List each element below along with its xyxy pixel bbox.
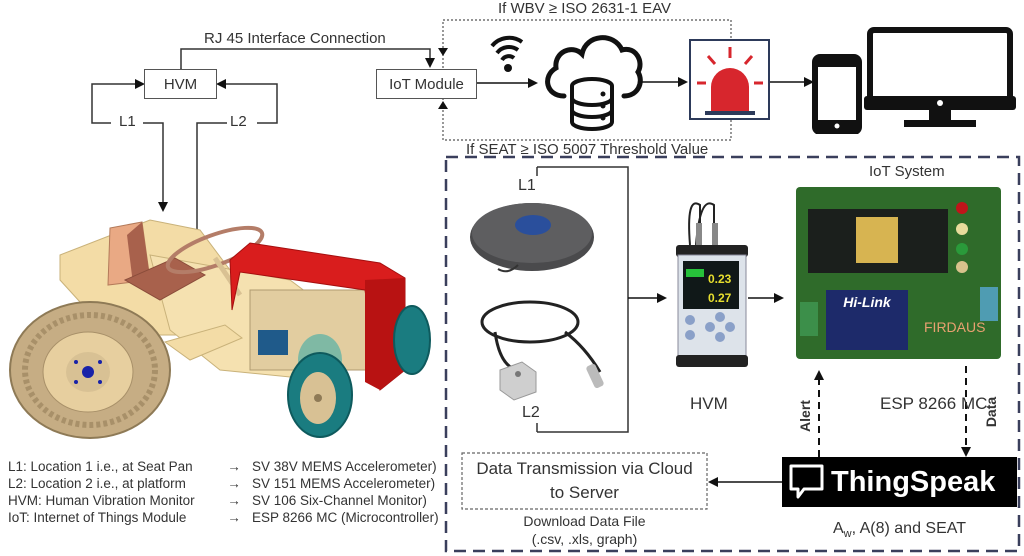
- legend-key: L1: Location 1 i.e., at Seat Pan: [8, 459, 193, 474]
- l2-label: L2: [230, 113, 247, 130]
- arrow-right-icon: →: [227, 493, 241, 508]
- seat-condition-label: If SEAT ≥ ISO 5007 Threshold Value: [466, 141, 709, 158]
- legend: L1: Location 1 i.e., at Seat Pan → SV 38V …: [8, 458, 439, 526]
- legend-value: SV 106 Six-Channel Monitor): [252, 493, 427, 508]
- legend-row: L2: Location 2 i.e., at platform → SV 151 …: [8, 475, 439, 492]
- legend-row: L1: Location 1 i.e., at Seat Pan → SV 38V …: [8, 458, 439, 475]
- devices-icon: [812, 27, 1016, 134]
- alarm-box: [689, 39, 770, 120]
- download-line-2: (.csv, .xls, graph): [531, 531, 638, 547]
- board-name: FIRDAUS: [924, 319, 986, 335]
- rj45-connection-line: [176, 48, 435, 78]
- legend-key: IoT: Internet of Things Module: [8, 510, 187, 525]
- hvm-device-image: 0.23 0.27: [676, 202, 748, 367]
- sensor-bracket-line: [537, 166, 629, 433]
- terminal-block-right: [980, 287, 998, 321]
- red-led-icon: [956, 202, 968, 214]
- metrics-rest: , A(8) and SEAT: [851, 520, 967, 537]
- hilink-module: Hi-Link: [826, 290, 908, 350]
- yellow-led-icon: [956, 223, 968, 235]
- transmission-line-1: Data Transmission via Cloud: [476, 459, 693, 478]
- legend-value: ESP 8266 MC (Microcontroller): [252, 510, 439, 525]
- transmission-text: Data Transmission via Cloud to Server: [462, 457, 707, 505]
- legend-row: IoT: Internet of Things Module → ESP 8266 …: [8, 509, 439, 526]
- metrics-label: Aw, A(8) and SEAT: [782, 520, 1017, 540]
- green-led-icon: [956, 243, 968, 255]
- hvm-screen-value-2: 0.27: [708, 291, 732, 305]
- iot-system-panel: [444, 155, 1021, 553]
- thingspeak-logo: ThingSpeak: [782, 457, 1017, 507]
- hvm-box: HVM: [144, 69, 217, 99]
- phone-icon: [812, 54, 862, 134]
- l1-pointer-line: [143, 122, 168, 212]
- arrow-right-icon: →: [227, 476, 241, 491]
- tractor-illustration: [9, 219, 431, 439]
- legend-value: SV 151 MEMS Accelerometer): [252, 476, 436, 491]
- esp-chip: [856, 217, 898, 263]
- hvm-screen-value-1: 0.23: [708, 272, 732, 286]
- monitor-icon: [864, 27, 1016, 127]
- arrow-right-icon: →: [227, 459, 241, 474]
- legend-value: SV 38V MEMS Accelerometer): [252, 459, 437, 474]
- arrow-right-icon: →: [227, 510, 241, 525]
- cloud-database-icon: [545, 35, 643, 131]
- iot-module-label: IoT Module: [389, 75, 464, 93]
- legend-key: L2: Location 2 i.e., at platform: [8, 476, 186, 491]
- iot-board-image: Hi-Link FIRDAUS: [796, 187, 1001, 359]
- seat-pad-sensor-image: [470, 203, 594, 273]
- rj45-label: RJ 45 Interface Connection: [204, 30, 386, 47]
- metrics-sub: w: [843, 528, 852, 541]
- legend-key: HVM: Human Vibration Monitor: [8, 493, 195, 508]
- data-label: Data: [983, 396, 1000, 428]
- wifi-icon: [490, 35, 524, 72]
- l2-to-hvm-line: [216, 79, 278, 124]
- l1-to-hvm-line: [91, 79, 145, 124]
- wbv-condition-label: If WBV ≥ ISO 2631-1 EAV: [498, 0, 672, 17]
- transmission-box: [461, 452, 708, 510]
- panel-l1-label: L1: [518, 177, 536, 194]
- download-line-1: Download Data File: [523, 513, 646, 529]
- chat-bubble-icon: [789, 464, 824, 499]
- esp-caption: ESP 8266 MC: [880, 394, 988, 413]
- l1-label: L1: [119, 113, 136, 130]
- thingspeak-label: ThingSpeak: [831, 465, 996, 498]
- l2-pointer-line: [192, 122, 227, 272]
- transmission-line-2: to Server: [550, 483, 619, 502]
- terminal-block-left: [800, 302, 818, 336]
- panel-l2-label: L2: [522, 404, 540, 421]
- hvm-box-label: HVM: [163, 75, 198, 93]
- hvm-caption: HVM: [690, 394, 728, 413]
- cube-accelerometer-image: [480, 300, 604, 401]
- alert-label: Alert: [796, 400, 813, 432]
- alarm-siren-icon: [697, 47, 763, 115]
- download-text: Download Data File (.csv, .xls, graph): [462, 512, 707, 548]
- white-led-icon: [956, 261, 968, 273]
- legend-row: HVM: Human Vibration Monitor → SV 106 Six-…: [8, 492, 439, 509]
- iot-module-box: IoT Module: [376, 69, 477, 99]
- metrics-prefix: A: [832, 520, 844, 537]
- iot-system-label: IoT System: [869, 163, 945, 180]
